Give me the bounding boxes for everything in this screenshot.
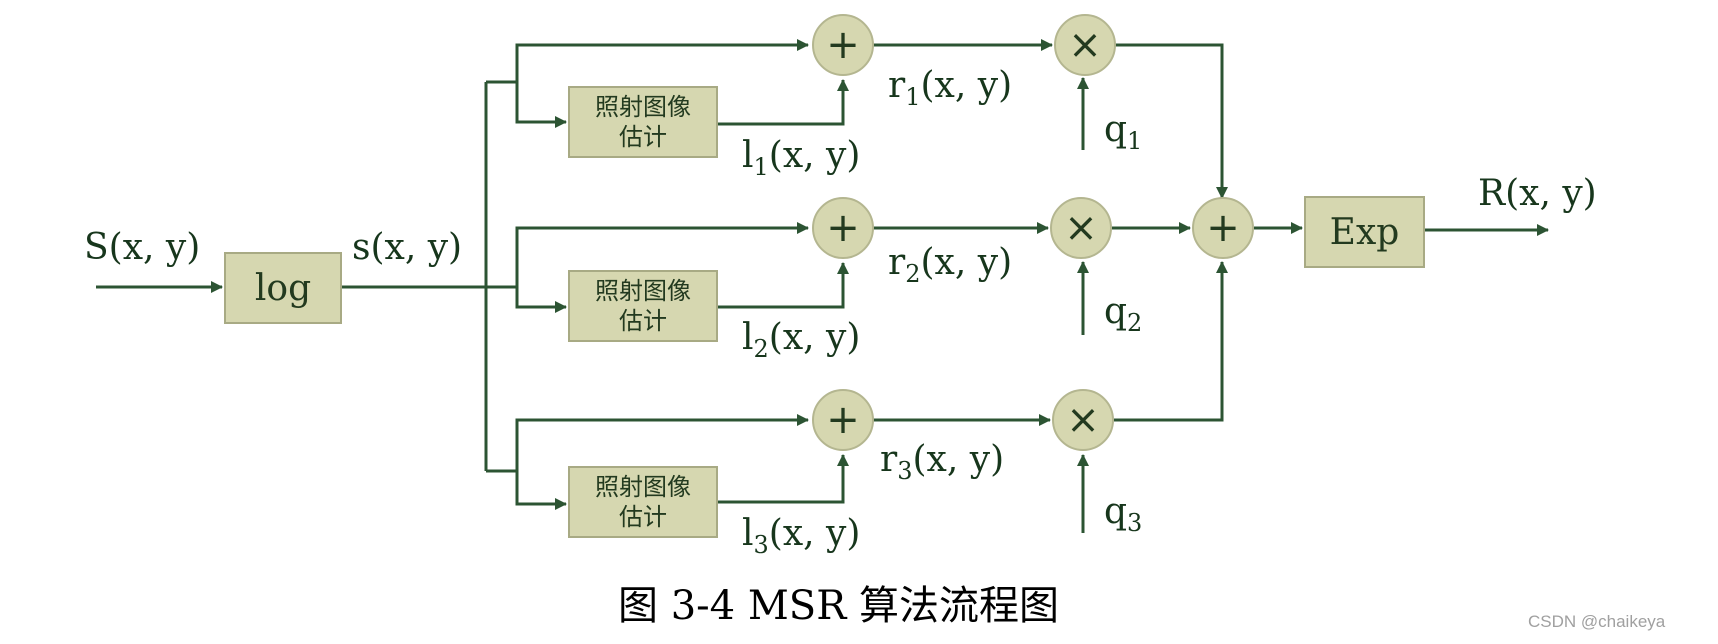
r3-label: r3(x, y)	[880, 439, 1005, 485]
arrow-b1-to-estimate	[515, 82, 567, 128]
estimate-label-line1: 照射图像	[595, 473, 691, 501]
arrow-b2-to-estimate	[515, 287, 567, 313]
plus-icon: +	[826, 397, 860, 443]
r1-label: r1(x, y)	[888, 65, 1013, 111]
arrow-est1-to-add	[718, 79, 849, 126]
multiply-node-1: ×	[1054, 14, 1116, 76]
plus-icon: +	[826, 205, 860, 251]
arrow-b3-to-add	[486, 414, 809, 473]
arrow-b3-to-estimate	[515, 471, 567, 510]
figure-caption: 图 3-4 MSR 算法流程图	[618, 583, 1060, 629]
output-label: R(x, y)	[1478, 173, 1597, 214]
l1-label: l1(x, y)	[742, 135, 861, 181]
input-label: S(x, y)	[84, 227, 201, 268]
add-node-2: +	[812, 197, 874, 259]
log-block: log	[224, 252, 342, 324]
illumination-estimate-block-1: 照射图像 估计	[568, 86, 718, 158]
multiply-icon: ×	[1066, 397, 1100, 443]
multiply-icon: ×	[1068, 22, 1102, 68]
q3-label: q3	[1104, 491, 1143, 537]
estimate-label-line2: 估计	[619, 503, 667, 531]
illumination-estimate-block-3: 照射图像 估计	[568, 466, 718, 538]
add-node-1: +	[812, 14, 874, 76]
multiply-node-2: ×	[1050, 197, 1112, 259]
l3-label: l3(x, y)	[742, 513, 861, 559]
multiply-icon: ×	[1064, 205, 1098, 251]
sum-node: +	[1192, 197, 1254, 259]
estimate-label-line2: 估计	[619, 307, 667, 335]
exp-block-label: Exp	[1329, 211, 1400, 253]
add-node-3: +	[812, 389, 874, 451]
q2-label: q2	[1104, 291, 1143, 337]
estimate-label-line1: 照射图像	[595, 277, 691, 305]
multiply-node-3: ×	[1052, 389, 1114, 451]
illumination-estimate-block-2: 照射图像 估计	[568, 270, 718, 342]
plus-icon: +	[1206, 205, 1240, 251]
estimate-label-line2: 估计	[619, 123, 667, 151]
r2-label: r2(x, y)	[888, 242, 1013, 288]
arrow-est3-to-add	[718, 454, 849, 504]
exp-block: Exp	[1304, 196, 1425, 268]
l2-label: l2(x, y)	[742, 317, 861, 363]
watermark: CSDN @chaikeya	[1528, 612, 1666, 631]
arrow-mul1-to-sum	[1114, 43, 1228, 199]
plus-icon: +	[826, 22, 860, 68]
arrow-est2-to-add	[718, 262, 849, 309]
estimate-label-line1: 照射图像	[595, 93, 691, 121]
arrow-b1-to-add	[486, 39, 809, 84]
log-block-label: log	[254, 267, 312, 309]
log-output-label: s(x, y)	[352, 227, 463, 268]
arrow-b2-to-add	[515, 222, 809, 287]
q1-label: q1	[1104, 109, 1143, 155]
arrow-mul3-to-sum	[1114, 261, 1228, 422]
